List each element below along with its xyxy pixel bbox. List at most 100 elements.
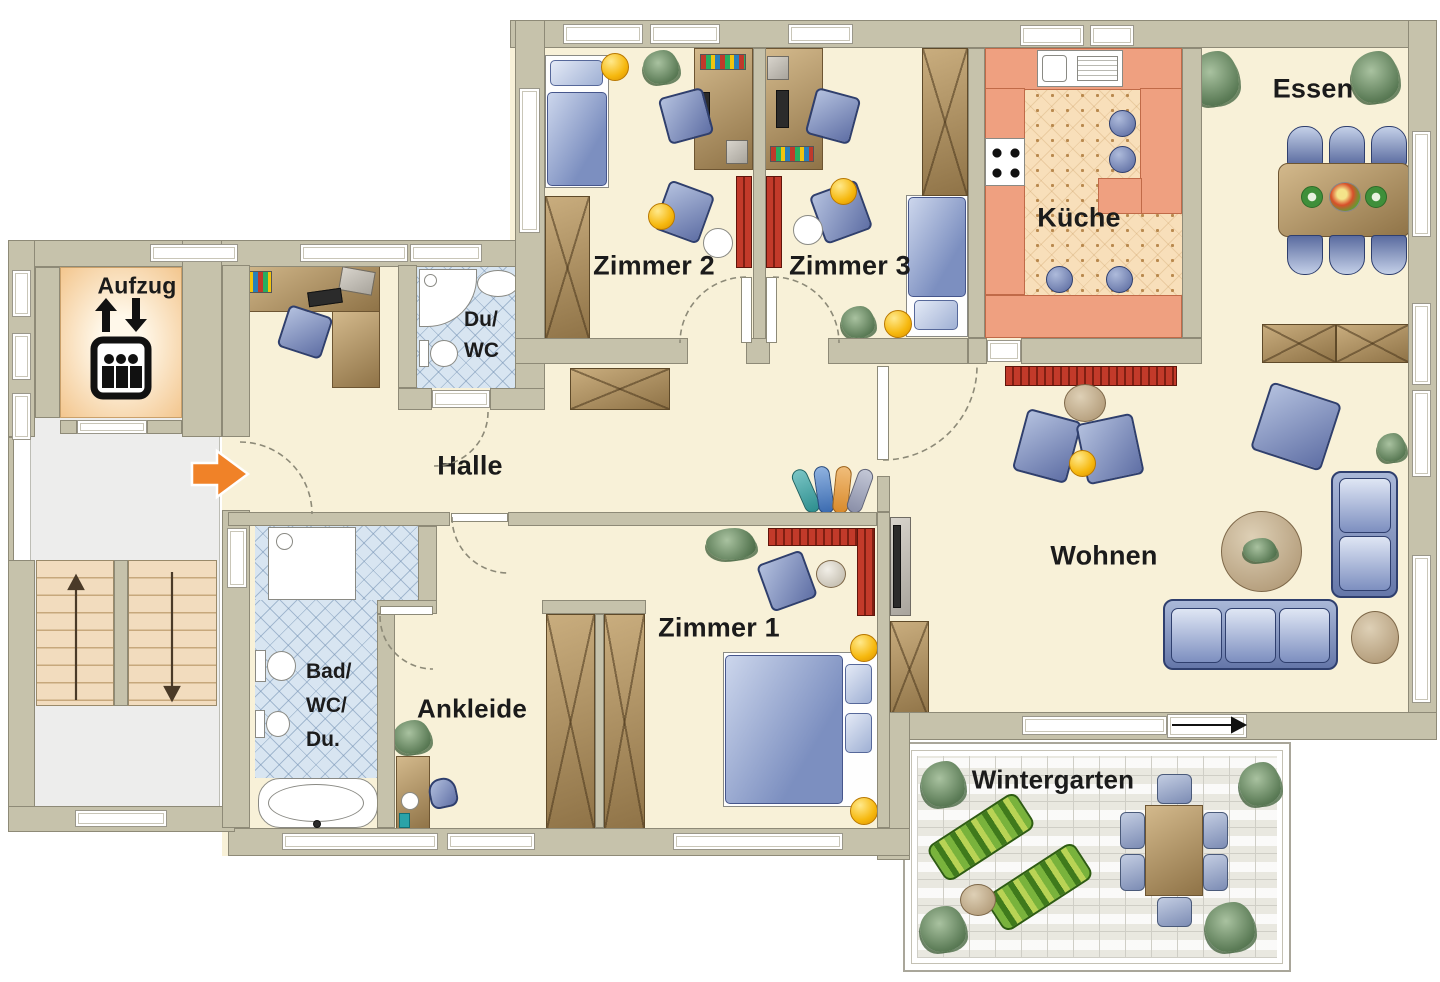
wall: [968, 338, 987, 364]
washbasin: [477, 270, 519, 297]
wall: [398, 388, 432, 410]
door-leaf: [741, 277, 752, 343]
wardrobe: [604, 614, 645, 830]
wall: [968, 48, 985, 338]
door-opening: [432, 390, 490, 408]
kitchen-counter: [985, 295, 1182, 338]
wardrobe: [546, 614, 595, 830]
plant-icon: [643, 50, 679, 84]
window: [1090, 25, 1134, 46]
wall: [1021, 338, 1202, 364]
bad-floor: [255, 600, 377, 778]
room-label-line: WC: [464, 339, 499, 362]
bathtub-basin: [268, 784, 364, 822]
wall: [828, 338, 968, 364]
dining-chair: [1287, 235, 1323, 275]
door-leaf: [766, 277, 777, 343]
wall: [877, 476, 890, 512]
sideboard: [1262, 324, 1336, 363]
room-label-halle: Halle: [437, 450, 503, 481]
window: [150, 244, 238, 262]
side-table: [816, 560, 846, 588]
elevator-door: [77, 420, 147, 434]
window: [282, 833, 438, 850]
wall: [542, 600, 646, 614]
kitchen-counter: [985, 88, 1025, 295]
sideboard: [1336, 324, 1409, 363]
up-arrow-icon: [95, 298, 117, 332]
plant-icon: [921, 761, 965, 807]
room-label-zimmer2: Zimmer 2: [593, 250, 715, 281]
chest: [890, 621, 929, 718]
window: [788, 24, 853, 44]
cosmetics-icon: [399, 813, 410, 828]
shower-head-icon: [424, 274, 437, 287]
round-side-table: [1064, 384, 1106, 422]
bed-pillow: [845, 713, 872, 753]
sofa-cushion: [1225, 608, 1276, 663]
window: [519, 88, 540, 233]
up-down-arrow-icon: [95, 298, 147, 332]
kitchen-counter: [1098, 178, 1142, 214]
floor-lamp-icon: [830, 178, 857, 205]
wall: [595, 614, 604, 828]
bookshelf: [766, 176, 782, 268]
bed-blanket: [547, 92, 607, 186]
room-label-line: WC/: [306, 694, 347, 717]
window: [1412, 303, 1431, 385]
floor-lamp-icon: [648, 203, 675, 230]
toilet-tank: [255, 650, 266, 682]
plant-icon: [1205, 902, 1255, 952]
wall: [147, 420, 182, 434]
bookshelf: [768, 528, 860, 546]
floor-lamp-icon: [850, 797, 878, 825]
plant-icon: [1239, 762, 1281, 806]
window: [1412, 390, 1431, 477]
books-icon: [770, 146, 814, 162]
bar-stool: [1106, 266, 1133, 293]
dining-chair: [1287, 126, 1323, 166]
books-icon: [700, 54, 746, 70]
sofa-cushion: [1279, 608, 1330, 663]
table-wreath-icon: [1365, 186, 1387, 208]
plant-icon: [1351, 51, 1399, 103]
dining-chair: [1371, 235, 1407, 275]
stairs-up-flight: [36, 560, 114, 706]
round-side-table: [960, 884, 996, 916]
floor-lamp-icon: [1069, 450, 1096, 477]
window: [1412, 131, 1431, 237]
window: [12, 333, 31, 380]
bookshelf: [736, 176, 752, 268]
room-label-ankleide: Ankleide: [417, 693, 527, 724]
wall: [8, 560, 35, 832]
window: [12, 270, 31, 317]
room-label-line: Du.: [306, 728, 340, 751]
floor-lamp-icon: [601, 53, 629, 81]
food-plate-icon: [1329, 182, 1361, 212]
window: [673, 833, 843, 850]
garden-chair: [1157, 897, 1192, 927]
down-arrow-icon: [125, 298, 147, 332]
window: [75, 810, 167, 827]
room-label-zimmer1: Zimmer 1: [658, 612, 780, 643]
garden-chair: [1157, 774, 1192, 804]
bar-stool: [1046, 266, 1073, 293]
toilet-tank: [419, 340, 429, 367]
wall: [8, 437, 14, 562]
plant-icon: [706, 528, 756, 560]
stairs-down-flight: [128, 560, 217, 706]
window: [1022, 716, 1167, 735]
wall: [508, 512, 877, 526]
corner-desk: [332, 311, 380, 388]
bar-stool: [1109, 146, 1136, 173]
sink-drainer: [1077, 56, 1118, 81]
plant-icon: [920, 906, 966, 952]
sofa-cushion: [1171, 608, 1222, 663]
wall: [222, 265, 250, 437]
bed-pillow: [845, 664, 872, 704]
room-label-line: Du/: [464, 308, 498, 331]
window: [447, 833, 535, 850]
red-sideboard: [1005, 366, 1177, 386]
sideboard-chest: [570, 368, 670, 410]
window: [300, 244, 408, 262]
